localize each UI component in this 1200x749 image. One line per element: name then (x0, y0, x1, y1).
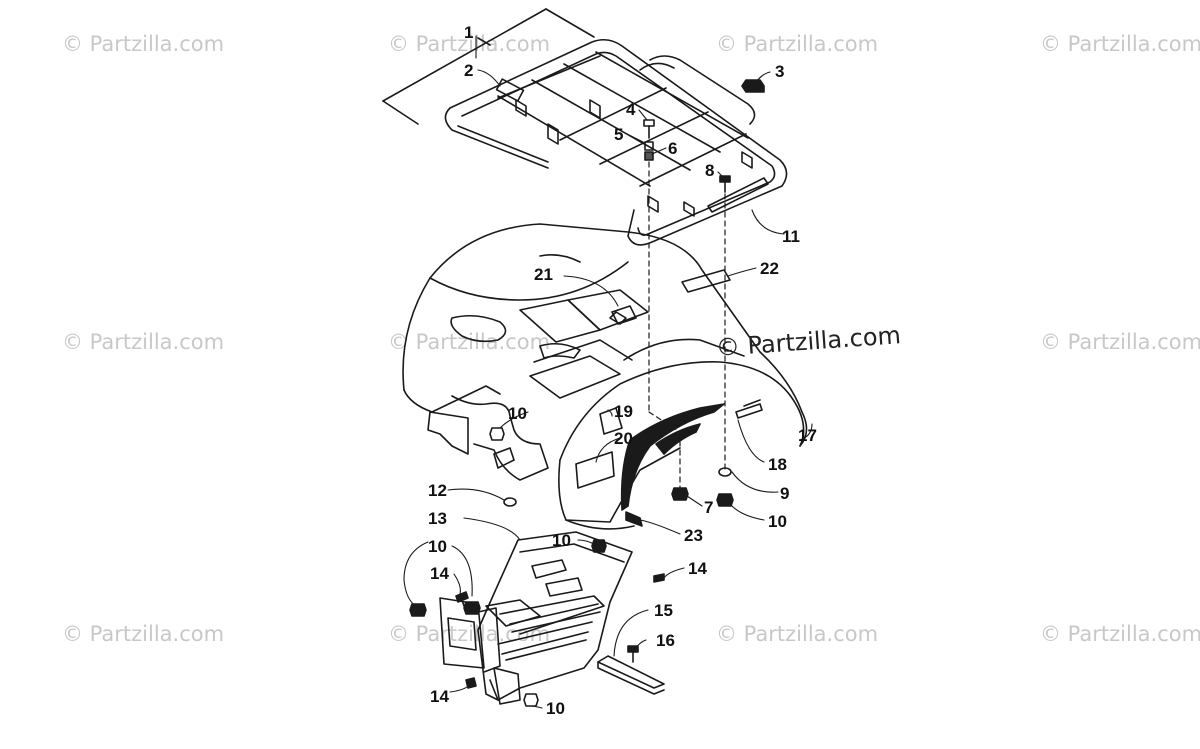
callout-7: 7 (704, 498, 714, 517)
callout-11: 11 (782, 227, 800, 246)
watermark: © Partzilla.com (716, 32, 879, 56)
callout-20: 20 (614, 429, 633, 448)
callout-8: 8 (705, 161, 715, 180)
decal-logo (635, 469, 647, 497)
footwell-13 (439, 531, 633, 705)
screw-8 (719, 175, 731, 193)
callout-23: 23 (684, 526, 703, 545)
screw-14-b (653, 573, 665, 583)
leader-lines (403, 35, 813, 709)
callout-22: 22 (760, 259, 779, 278)
callout-10d: 10 (428, 537, 447, 556)
callout-5: 5 (614, 125, 624, 144)
watermark: © Partzilla.com (1040, 622, 1200, 646)
callout-16: 16 (656, 631, 675, 650)
callout-9: 9 (780, 484, 790, 503)
assembly-bracket-lines (382, 8, 595, 125)
nut-10-b (463, 601, 481, 615)
callout-14b: 14 (688, 559, 707, 578)
nut-7 (671, 487, 689, 501)
rear-fender (402, 223, 808, 530)
watermark: © Partzilla.com (388, 330, 551, 354)
nut-10-c (591, 539, 607, 553)
callout-10b: 10 (768, 512, 787, 531)
nut-10-a (409, 603, 427, 617)
callout-18: 18 (768, 455, 787, 474)
washer-9-10 (716, 467, 734, 507)
watermark: © Partzilla.com (62, 330, 225, 354)
callout-10c: 10 (552, 531, 571, 550)
watermark: © Partzilla.com (1040, 330, 1200, 354)
plaque-22 (681, 269, 731, 293)
callout-15: 15 (654, 601, 673, 620)
nut-10-d (523, 693, 539, 707)
fastener-stack (643, 119, 655, 161)
screw-14-a (455, 591, 469, 607)
nut-10-left (489, 427, 505, 441)
watermark: © Partzilla.com (716, 622, 879, 646)
washer-12 (503, 497, 517, 507)
callout-19: 19 (614, 402, 633, 421)
label-21 (611, 305, 637, 325)
callout-2: 2 (464, 61, 474, 80)
decal-graphic (620, 403, 725, 527)
callout-21: 21 (534, 265, 553, 284)
watermark: © Partzilla.com (62, 32, 225, 56)
callout-14a: 14 (430, 564, 449, 583)
callout-4: 4 (626, 100, 636, 119)
callout-1: 1 (464, 23, 474, 42)
cap-3 (741, 79, 765, 93)
callout-6: 6 (668, 139, 678, 158)
callout-10e: 10 (546, 699, 565, 718)
callout-13: 13 (428, 509, 447, 528)
callout-12: 12 (428, 481, 447, 500)
heel-guard-15 (597, 655, 665, 695)
callout-10: 10 (508, 404, 527, 423)
callout-3: 3 (775, 62, 785, 81)
callout-17: 17 (798, 426, 817, 445)
callout-14c: 14 (430, 687, 449, 706)
watermark: © Partzilla.com (1040, 32, 1200, 56)
screw-16 (627, 645, 639, 663)
watermark: © Partzilla.com (388, 622, 551, 646)
watermark: © Partzilla.com (62, 622, 225, 646)
